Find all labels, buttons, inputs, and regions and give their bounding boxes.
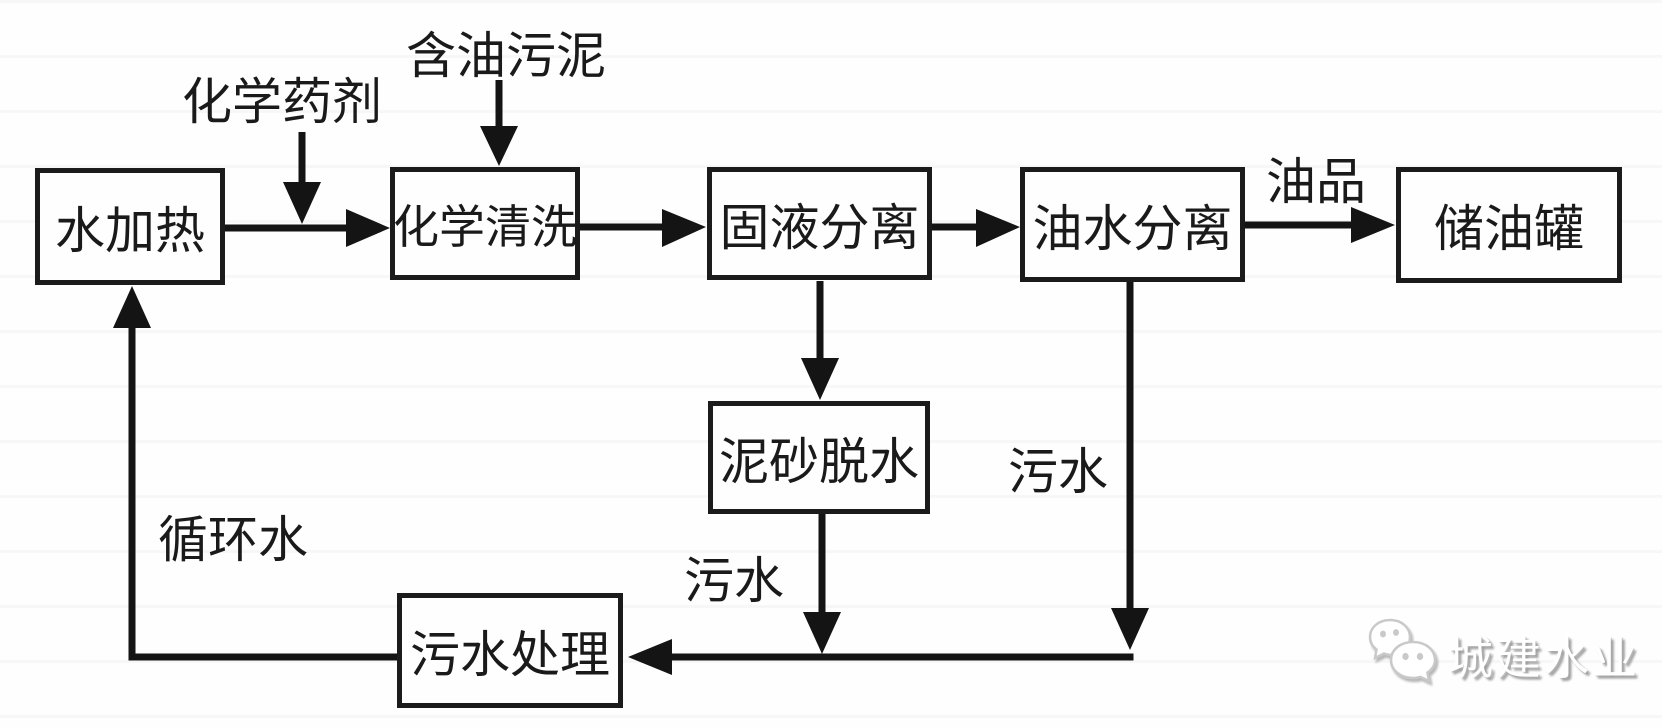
node-chemical-cleaning-label: 化学清洗	[393, 199, 577, 254]
arrowhead-chemicalagent	[283, 182, 321, 224]
node-solid-liquid-separation-label: 固液分离	[719, 198, 920, 257]
node-oil-storage-tank: 储油罐	[1396, 167, 1622, 283]
wechat-bubbles-icon	[1368, 618, 1437, 684]
label-oil-product: 油品	[1266, 153, 1366, 211]
wechat-eye	[1416, 652, 1424, 661]
wechat-eye	[1402, 652, 1409, 661]
arrowhead-into-tank	[1351, 207, 1395, 243]
wechat-eye	[1380, 630, 1386, 638]
arrowhead-into-oilwater	[976, 209, 1020, 247]
node-oil-water-separation-label: 油水分离	[1032, 199, 1233, 258]
arrowhead-into-solidliquid	[662, 209, 706, 247]
node-oil-storage-tank-label: 储油罐	[1434, 200, 1584, 258]
label-wastewater-mid: 污水	[684, 552, 784, 610]
node-sand-dewatering: 泥砂脱水	[708, 401, 930, 514]
watermark-brand-text: 城建水业	[1448, 631, 1641, 685]
node-water-heating: 水加热	[35, 168, 225, 285]
arrowhead-dewatering-to-line	[803, 612, 841, 654]
watermark: 城建水业	[1366, 616, 1640, 692]
arrowhead-oilysludge	[480, 126, 518, 166]
arrowhead-oilwater-to-line	[1111, 608, 1149, 650]
arrowhead-into-chemcleaning	[346, 209, 390, 247]
node-wastewater-treatment-label: 污水处理	[410, 625, 610, 684]
node-sand-dewatering-label: 泥砂脱水	[719, 432, 919, 491]
label-oily-sludge: 含油污泥	[406, 27, 606, 85]
label-chemical-agent: 化学药剂	[182, 73, 382, 131]
node-wastewater-treatment: 污水处理	[397, 593, 623, 708]
arrowhead-into-waterheating	[113, 286, 151, 328]
wechat-eye	[1393, 629, 1399, 636]
arrowhead-into-wastewatertreatment	[628, 639, 672, 675]
node-solid-liquid-separation: 固液分离	[707, 167, 932, 280]
label-circulating-water: 循环水	[158, 511, 308, 569]
arrowhead-into-dewatering	[801, 358, 839, 400]
node-water-heating-label: 水加热	[55, 201, 205, 260]
wechat-front-bubble	[1389, 640, 1437, 684]
node-oil-water-separation: 油水分离	[1020, 167, 1245, 282]
node-chemical-cleaning: 化学清洗	[390, 167, 580, 280]
label-wastewater-right: 污水	[1008, 443, 1108, 501]
